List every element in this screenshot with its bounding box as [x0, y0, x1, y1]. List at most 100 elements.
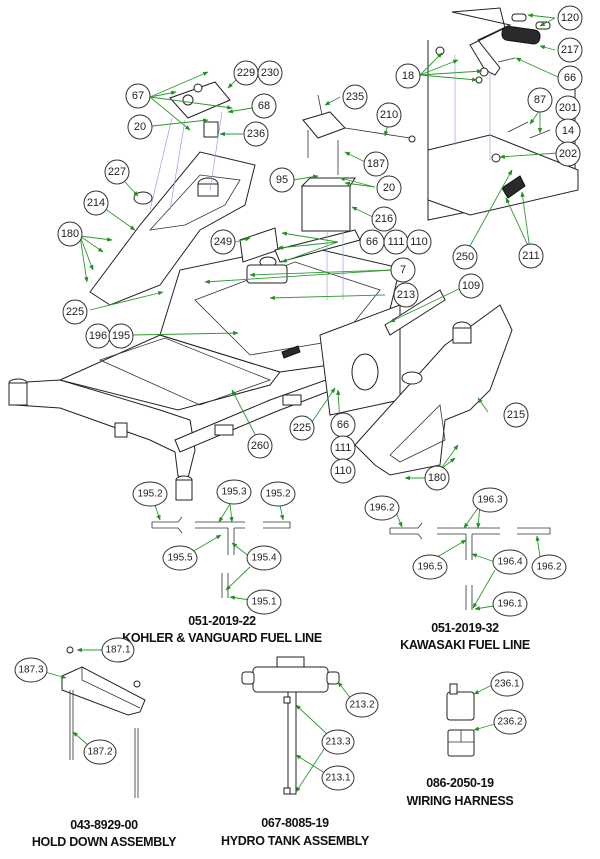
vent-cap-227 — [133, 191, 153, 205]
svg-text:110: 110 — [410, 236, 428, 248]
svg-text:215: 215 — [507, 409, 525, 421]
frame-bracket-3 — [282, 394, 302, 406]
callout-210: 210 — [376, 102, 402, 128]
svg-text:196.2: 196.2 — [369, 503, 394, 514]
svg-text:66: 66 — [337, 419, 349, 431]
cable-210 — [344, 127, 411, 139]
subassembly-part-number: 051-2019-22 — [188, 614, 256, 628]
svg-text:211: 211 — [522, 250, 540, 262]
callout-249: 249 — [210, 229, 236, 255]
hand-grip-217 — [501, 25, 541, 45]
spring-detail — [281, 345, 301, 359]
subassembly-kohler-vanguard-fuel-line: 195.2 195.3 195.2 195.5 195.4 195.1 051-… — [122, 479, 322, 645]
svg-text:250: 250 — [456, 251, 474, 263]
callout-216: 216 — [371, 206, 397, 232]
svg-text:187.3: 187.3 — [18, 665, 43, 676]
right-filler-collar — [401, 371, 423, 385]
callout-195: 195 — [108, 323, 134, 349]
callout-111-lower: 111 — [330, 435, 356, 461]
svg-text:110: 110 — [334, 465, 352, 477]
battery-216 — [301, 185, 351, 232]
frame-bracket — [114, 422, 128, 438]
callout-110: 110 — [406, 229, 432, 255]
svg-text:213.2: 213.2 — [349, 700, 374, 711]
callout-196-2-right: 196.2 — [531, 554, 567, 580]
svg-text:196: 196 — [89, 330, 107, 342]
subassembly-part-number: 051-2019-32 — [431, 621, 499, 635]
svg-text:196.1: 196.1 — [497, 599, 522, 610]
battery-drawing — [300, 94, 416, 300]
callout-225: 225 — [62, 299, 88, 325]
subassembly-part-number: 067-8085-19 — [261, 816, 329, 830]
svg-text:7: 7 — [400, 264, 406, 276]
callout-229: 229 — [233, 60, 259, 86]
bolt-87b — [529, 129, 551, 139]
callout-18: 18 — [395, 63, 421, 89]
callout-180-right: 180 — [424, 465, 450, 491]
callout-195-2-left: 195.2 — [132, 481, 168, 507]
svg-text:180: 180 — [61, 228, 79, 240]
svg-text:213: 213 — [397, 289, 415, 301]
callout-213-2: 213.2 — [345, 692, 379, 718]
svg-text:201: 201 — [559, 102, 577, 114]
callout-213-1: 213.1 — [321, 765, 355, 791]
callout-195-4: 195.4 — [246, 545, 282, 571]
svg-text:195.2: 195.2 — [265, 489, 290, 500]
callout-214: 214 — [83, 190, 109, 216]
bolt-66 — [497, 57, 516, 63]
callout-196-5: 196.5 — [412, 554, 448, 580]
callout-196-3: 196.3 — [472, 487, 508, 513]
svg-text:195.4: 195.4 — [251, 553, 276, 564]
callout-87: 87 — [527, 87, 553, 113]
callout-195-1: 195.1 — [246, 589, 282, 615]
callout-230: 230 — [257, 60, 283, 86]
subassembly-part-number: 086-2050-19 — [426, 776, 494, 790]
svg-text:111: 111 — [388, 236, 405, 248]
callout-227: 227 — [104, 159, 130, 185]
rear-channel — [384, 289, 446, 336]
callout-66-tower: 66 — [557, 65, 583, 91]
subassembly-title: WIRING HARNESS — [407, 794, 514, 808]
svg-text:236: 236 — [247, 128, 265, 140]
svg-text:87: 87 — [534, 94, 546, 106]
svg-text:216: 216 — [375, 213, 393, 225]
callout-109: 109 — [458, 273, 484, 299]
dash-panel-drawing — [149, 81, 231, 211]
callout-111: 111 — [383, 229, 409, 255]
right-fender-tank-inner — [389, 404, 446, 463]
callout-201: 201 — [555, 95, 581, 121]
svg-text:187: 187 — [367, 158, 385, 170]
frame-bracket-2 — [214, 424, 234, 436]
callout-20-battery: 20 — [376, 175, 402, 201]
svg-text:217: 217 — [561, 44, 579, 56]
svg-text:67: 67 — [132, 90, 144, 102]
subassembly-part-number: 043-8929-00 — [70, 818, 138, 832]
svg-text:111: 111 — [335, 442, 352, 454]
knob-202 — [491, 153, 501, 163]
callout-213-3: 213.3 — [321, 729, 355, 755]
callout-187: 187 — [363, 151, 389, 177]
nut-18b — [479, 67, 489, 77]
callout-110-lower: 110 — [330, 458, 356, 484]
cable-235 — [317, 94, 323, 116]
svg-text:202: 202 — [559, 148, 577, 160]
svg-text:236.2: 236.2 — [497, 717, 522, 728]
engine-hole — [351, 353, 379, 391]
svg-text:235: 235 — [346, 91, 364, 103]
svg-text:195: 195 — [112, 330, 130, 342]
callout-180: 180 — [57, 221, 83, 247]
callout-7: 7 — [390, 257, 416, 283]
callout-195-2-right: 195.2 — [260, 481, 296, 507]
svg-text:213.1: 213.1 — [325, 773, 350, 784]
control-tower-drawing — [427, 7, 579, 221]
subassembly-title: HOLD DOWN ASSEMBLY — [32, 835, 177, 849]
svg-text:196.2: 196.2 — [536, 562, 561, 573]
caster-tube-left — [8, 382, 28, 406]
subassembly-hold-down: 187.1 187.3 187.2 043-8929-00 HOLD DOWN … — [14, 637, 177, 849]
callout-215: 215 — [503, 402, 529, 428]
svg-text:225: 225 — [66, 306, 84, 318]
callout-196-1: 196.1 — [492, 591, 528, 617]
bushing-120b — [535, 21, 551, 30]
svg-text:213.3: 213.3 — [325, 737, 350, 748]
